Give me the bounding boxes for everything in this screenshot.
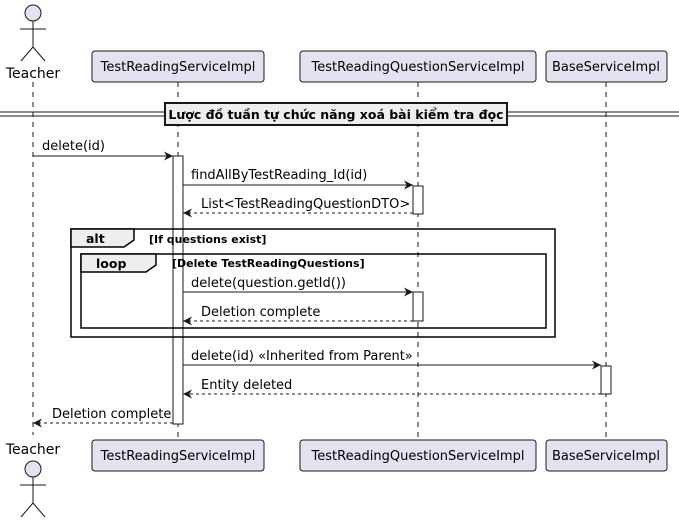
loop-keyword: loop [96, 256, 126, 271]
base-service-label-top: BaseServiceImpl [552, 60, 660, 75]
loop-guard: [Delete TestReadingQuestions] [172, 257, 365, 270]
question-service-label-top: TestReadingQuestionServiceImpl [311, 60, 525, 75]
teacher-label-bottom: Teacher [5, 442, 61, 458]
message-question-deleted-label: Deletion complete [201, 305, 320, 320]
question-service-activation-2 [412, 291, 424, 322]
alt-keyword: alt [86, 231, 105, 246]
message-find-all: findAllByTestReading_Id(id) [183, 168, 413, 190]
message-delete-id: delete(id) [33, 139, 173, 161]
diagram-divider: Lược đồ tuần tự chức năng xoá bài kiểm t… [0, 102, 679, 126]
teacher-actor-top: Teacher [5, 4, 61, 82]
message-question-list: List<TestReadingQuestionDTO> [183, 197, 413, 218]
loop-fragment: loop [Delete TestReadingQuestions] [80, 253, 547, 329]
question-service-label-bottom: TestReadingQuestionServiceImpl [311, 449, 525, 464]
question-service-activation-1 [412, 185, 424, 215]
divider-title: Lược đồ tuần tự chức năng xoá bài kiểm t… [168, 107, 503, 122]
base-service-box-top: BaseServiceImpl [545, 50, 668, 83]
reading-service-label-top: TestReadingServiceImpl [100, 60, 256, 75]
message-inherited-delete-label: delete(id) «Inherited from Parent» [191, 349, 413, 364]
base-service-label-bottom: BaseServiceImpl [552, 449, 660, 464]
alt-fragment: alt [If questions exist] [70, 228, 556, 338]
base-service-box-bottom: BaseServiceImpl [545, 439, 668, 472]
message-delete-id-label: delete(id) [42, 139, 105, 154]
message-entity-deleted-label: Entity deleted [201, 378, 292, 393]
message-find-all-label: findAllByTestReading_Id(id) [191, 168, 367, 183]
reading-service-box-top: TestReadingServiceImpl [91, 50, 265, 83]
message-inherited-delete: delete(id) «Inherited from Parent» [183, 349, 601, 370]
reading-service-activation [172, 155, 184, 425]
message-deletion-complete-label: Deletion complete [52, 407, 171, 422]
message-question-deleted: Deletion complete [183, 305, 413, 326]
message-question-list-label: List<TestReadingQuestionDTO> [201, 197, 410, 212]
question-service-box-bottom: TestReadingQuestionServiceImpl [299, 439, 537, 472]
message-delete-question-label: delete(question.getId()) [191, 276, 346, 291]
alt-guard: [If questions exist] [149, 233, 266, 246]
teacher-actor-bottom: Teacher [5, 442, 61, 518]
question-service-box-top: TestReadingQuestionServiceImpl [299, 50, 537, 83]
base-service-activation [600, 365, 612, 395]
message-delete-question: delete(question.getId()) [183, 276, 413, 297]
reading-service-box-bottom: TestReadingServiceImpl [91, 439, 265, 472]
reading-service-label-bottom: TestReadingServiceImpl [100, 449, 256, 464]
teacher-label-top: Teacher [5, 66, 61, 82]
message-entity-deleted: Entity deleted [183, 378, 601, 399]
message-deletion-complete: Deletion complete [33, 407, 173, 428]
